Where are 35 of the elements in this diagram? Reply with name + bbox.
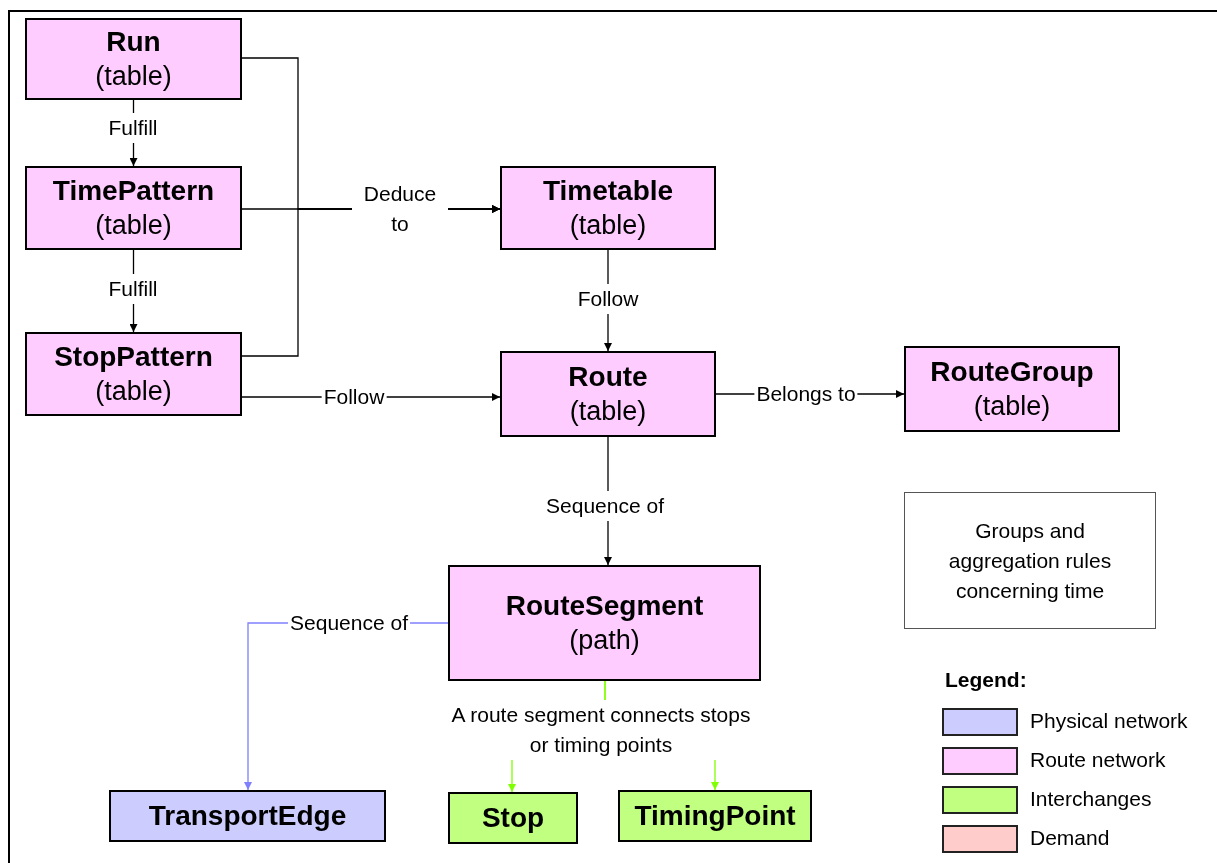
legend-title: Legend: xyxy=(945,668,1027,692)
entity-name: Stop xyxy=(481,801,545,835)
legend-text: Interchanges xyxy=(1030,787,1152,811)
entity-name: Run xyxy=(106,25,161,59)
entity-name: Timetable xyxy=(542,174,674,208)
entity-name: TransportEdge xyxy=(148,799,347,833)
entity-name: TimingPoint xyxy=(634,799,796,833)
entity-name: RouteSegment xyxy=(505,589,704,623)
note-text: Groups and aggregation rules concerning time xyxy=(947,517,1113,604)
legend-text: Physical network xyxy=(1030,709,1188,733)
entity-box xyxy=(500,166,716,250)
entity-box xyxy=(25,332,242,416)
entity-box xyxy=(448,792,578,844)
entity-type: (table) xyxy=(569,395,647,428)
entity-box xyxy=(25,18,242,100)
edge-label: A route segment connects stops or timing points xyxy=(449,700,753,760)
entity-box xyxy=(25,166,242,250)
entity-box xyxy=(904,346,1120,432)
note-box xyxy=(904,492,1156,629)
entity-name: TimePattern xyxy=(52,174,215,208)
entity-type: (table) xyxy=(95,209,172,242)
entity-type: (table) xyxy=(95,60,172,93)
entity-type: (table) xyxy=(569,209,647,242)
entity-box xyxy=(618,790,812,842)
entity-type: (path) xyxy=(569,624,640,657)
entity-name: RouteGroup xyxy=(930,355,1094,389)
entity-box xyxy=(448,565,761,681)
entity-type: (table) xyxy=(95,375,172,408)
legend-text: Demand xyxy=(1030,826,1110,850)
legend-text: Route network xyxy=(1030,748,1166,772)
entity-name: StopPattern xyxy=(54,340,213,374)
entity-box xyxy=(500,351,716,437)
entity-box xyxy=(109,790,386,842)
entity-name: Route xyxy=(568,360,648,394)
entity-type: (table) xyxy=(973,390,1051,423)
